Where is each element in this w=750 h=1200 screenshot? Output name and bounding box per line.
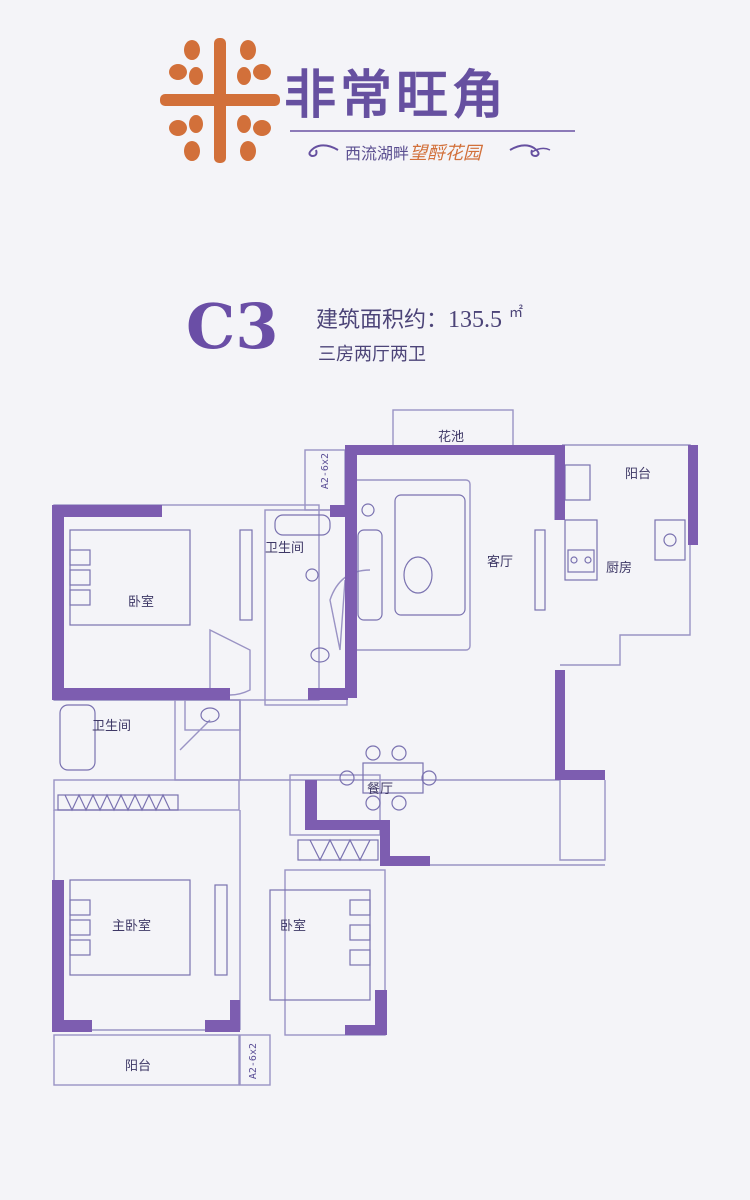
brand-subtitle: 西流湖畔望酹花园: [345, 139, 481, 165]
floor-plan-drawing: [52, 409, 698, 1086]
room-label-bedroom-1: 卧室: [128, 595, 155, 610]
room-label-dining-room: 餐厅: [367, 782, 394, 797]
room-label-bedroom-2: 卧室: [280, 919, 307, 934]
area-label: 建筑面积约：: [316, 308, 449, 333]
brand-subtitle-plain: 西流湖畔: [345, 144, 410, 163]
brand-subtitle-accent: 望酹花园: [409, 143, 482, 164]
room-label-kitchen: 厨房: [606, 561, 633, 576]
window-tag-top: A2-6x2: [320, 453, 331, 490]
unit-code: C3: [186, 290, 279, 363]
swirl-right-icon: [509, 144, 551, 158]
room-label-bathroom-2: 卫生间: [92, 719, 132, 734]
floor-plan: 花池 阳台 客厅 厨房 卧室 卫生间 卫生间 餐厅 主卧室 卧室 阳台 A2-6…: [40, 400, 720, 1100]
brand-name: 非常旺角: [284, 65, 509, 126]
area-value: 135.5: [448, 307, 503, 333]
room-label-balcony-bottom: 阳台: [125, 1059, 152, 1074]
room-label-bathroom-1: 卫生间: [265, 541, 305, 556]
window-tag-bottom: A2-6x2: [248, 1043, 259, 1080]
swirl-left-icon: [308, 144, 339, 158]
layout-description: 三房两厅两卫: [318, 344, 426, 365]
room-label-living-room: 客厅: [487, 555, 514, 570]
room-label-master-bedroom: 主卧室: [112, 919, 152, 934]
logo-mark-icon: [160, 38, 280, 163]
room-label-balcony-top: 阳台: [625, 467, 652, 482]
brand-divider: [290, 130, 575, 132]
area-unit: ㎡: [509, 305, 524, 321]
room-label-flower-bed: 花池: [438, 430, 465, 445]
area-line: 建筑面积约：135.5 ㎡: [316, 302, 523, 334]
